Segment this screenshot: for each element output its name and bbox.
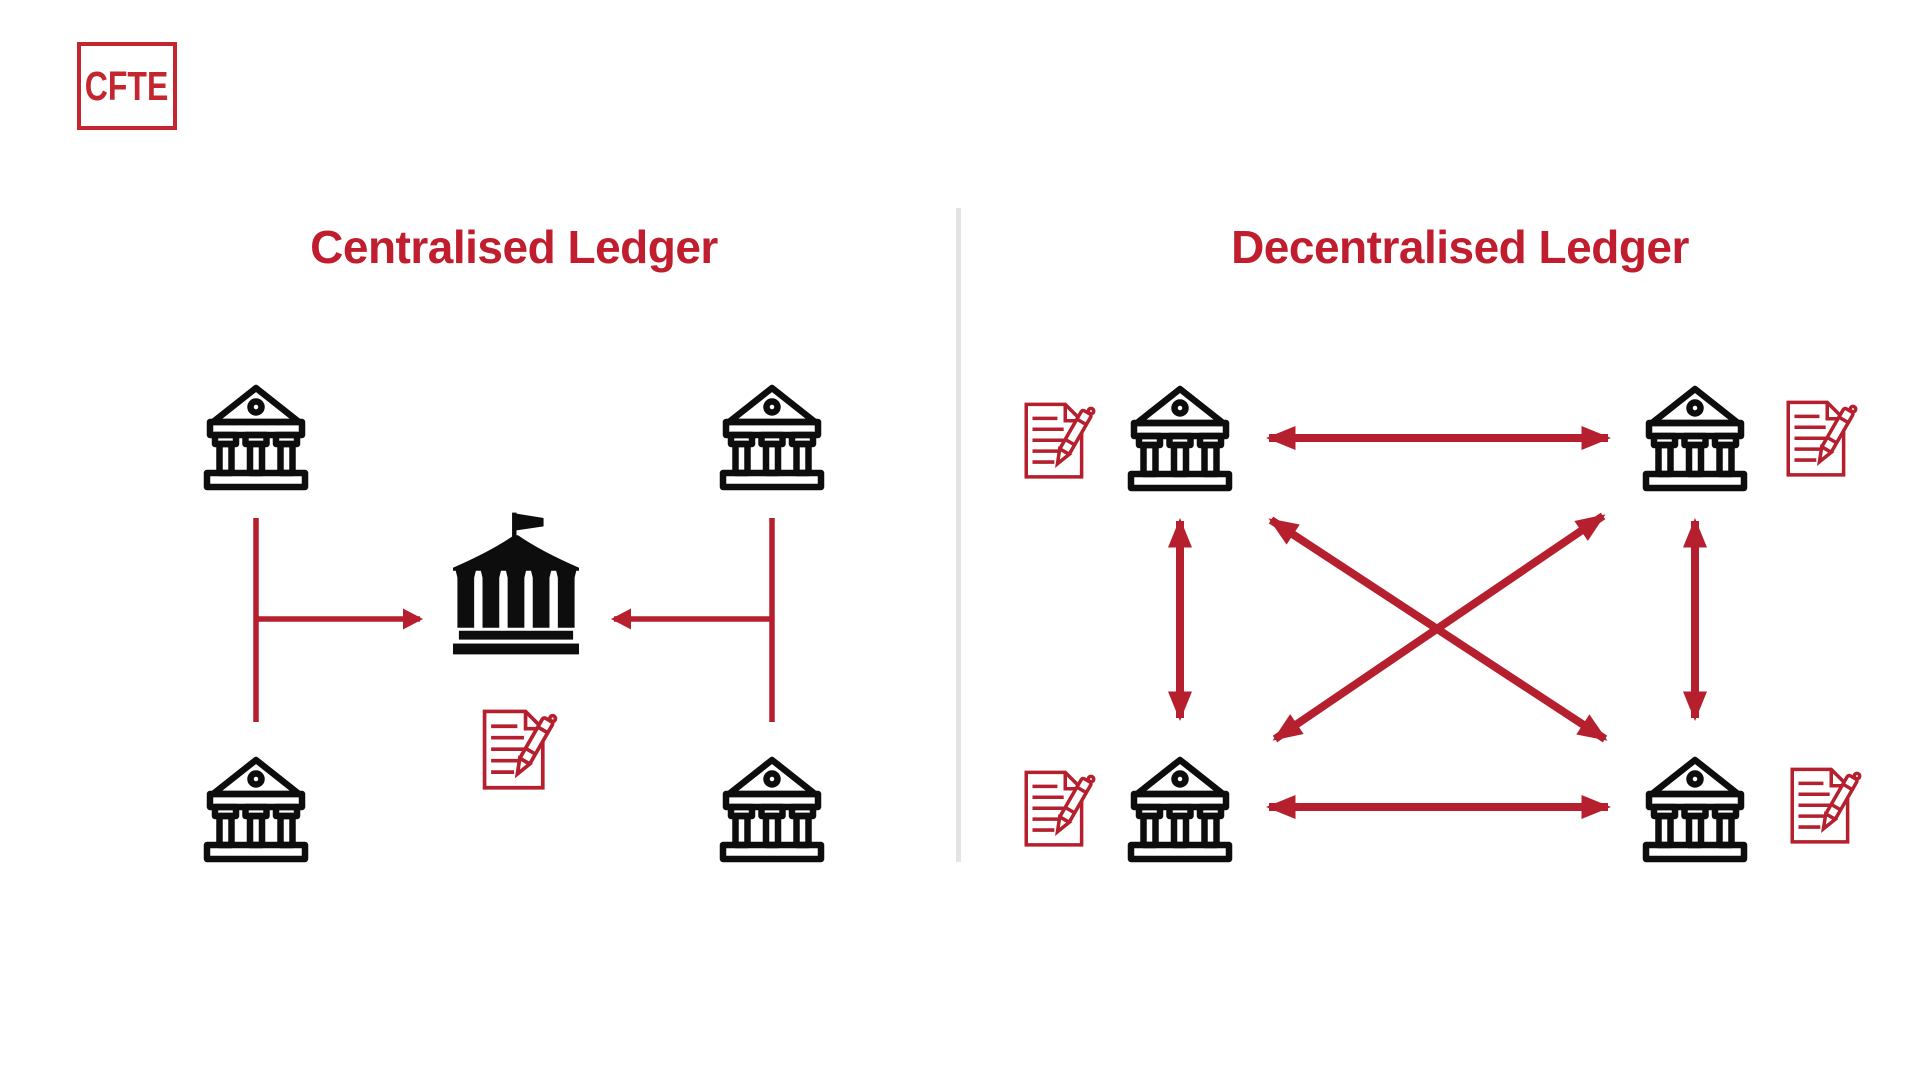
- ledger-icon-top-right: [1786, 400, 1859, 477]
- central-bank-icon: [452, 512, 580, 655]
- bank-icon-bottom-left: [1131, 760, 1229, 859]
- bank-icon-bottom-right: [723, 760, 821, 859]
- ledger-icon-bottom-left: [1024, 770, 1097, 847]
- ledger-icon-bottom-right: [1790, 767, 1863, 844]
- cfte-logo-text: CFTE: [85, 62, 169, 109]
- decentralised-diagram: [1024, 389, 1863, 859]
- bank-icon-bottom-left: [207, 760, 305, 859]
- central-ledger-icon: [482, 709, 559, 790]
- bank-icon-top-left: [1131, 389, 1229, 488]
- decentralised-ledger-title: Decentralised Ledger: [1231, 221, 1689, 273]
- panel-divider: [956, 208, 961, 862]
- centralised-ledger-title: Centralised Ledger: [310, 221, 718, 273]
- bank-icon-top-right: [723, 388, 821, 487]
- bank-icon-top-right: [1646, 389, 1744, 488]
- cfte-logo: CFTE: [77, 42, 177, 130]
- arrow-diagonal-topright-bottomleft: [1272, 512, 1606, 743]
- centralised-diagram: [207, 388, 821, 859]
- bank-icon-bottom-right: [1646, 760, 1744, 859]
- ledger-icon-top-left: [1024, 402, 1097, 479]
- bank-icon-top-left: [207, 388, 305, 487]
